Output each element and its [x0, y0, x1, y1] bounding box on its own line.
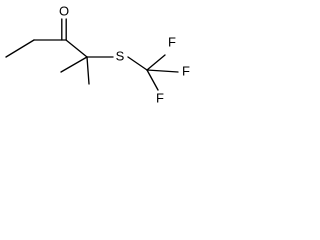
fluorine-right-atom-label: F: [182, 63, 190, 78]
cf3-carbon-to-fluorine-top-bond: [146, 54, 166, 71]
quaternary-to-methyl-bottom-bond: [86, 56, 90, 85]
sulfur-to-cf3-carbon-bond: [127, 56, 148, 71]
oxygen-atom-label: O: [59, 3, 69, 18]
ethyl-terminal-bond: [5, 39, 35, 58]
atom-labels: O S F F F: [59, 3, 190, 105]
quaternary-to-methyl-left-bond: [60, 56, 88, 73]
molecule-structure: O S F F F: [5, 3, 190, 105]
cf3-carbon-to-fluorine-right-bond: [146, 69, 179, 73]
sulfur-atom-label: S: [116, 48, 125, 63]
fluorine-top-atom-label: F: [168, 34, 176, 49]
carbonyl-to-quaternary-carbon-bond: [65, 39, 88, 58]
bond-lines: [5, 18, 179, 91]
fluorine-bottom-atom-label: F: [156, 90, 164, 105]
molecule-canvas: O S F F F: [0, 0, 194, 120]
cf3-carbon-to-fluorine-bottom-bond: [146, 69, 159, 91]
